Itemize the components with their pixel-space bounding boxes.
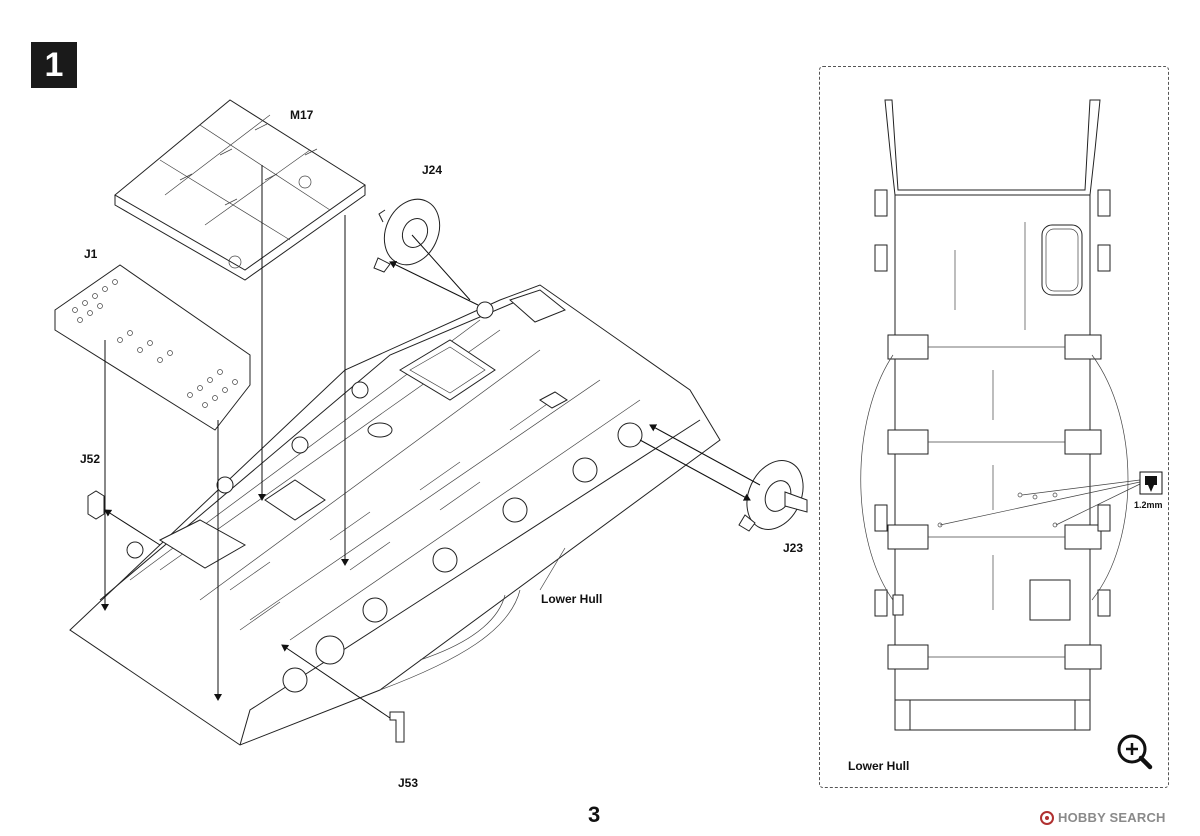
inset-detail-box bbox=[819, 66, 1169, 788]
part-j52-bracket bbox=[87, 490, 105, 520]
page-number: 3 bbox=[588, 802, 601, 827]
callout-j24: J24 bbox=[422, 163, 443, 177]
part-j23-idler bbox=[738, 460, 808, 532]
part-j1-panel bbox=[54, 264, 251, 431]
part-m17-panel bbox=[114, 99, 366, 281]
zoom-in-icon bbox=[1117, 734, 1153, 770]
callout-j53: J53 bbox=[398, 776, 419, 790]
callout-j23: J23 bbox=[783, 541, 804, 555]
drill-size-label: 1.2mm bbox=[1134, 500, 1163, 510]
part-j24-idler bbox=[373, 198, 441, 273]
callout-j1: J1 bbox=[84, 247, 98, 261]
assembly-arrows bbox=[101, 165, 761, 719]
inset-hull-top-view bbox=[860, 99, 1141, 731]
drill-icon bbox=[1139, 471, 1163, 495]
watermark-text: HOBBY SEARCH bbox=[1058, 810, 1166, 825]
watermark-logo-icon bbox=[1040, 810, 1054, 825]
part-j53-bracket bbox=[389, 711, 405, 743]
callout-lower-hull: Lower Hull bbox=[541, 592, 603, 606]
callout-j52: J52 bbox=[80, 452, 101, 466]
step-number-badge: 1 bbox=[31, 42, 77, 88]
inset-label: Lower Hull bbox=[848, 759, 910, 773]
callout-m17: M17 bbox=[290, 108, 314, 122]
watermark: HOBBY SEARCH bbox=[1040, 810, 1166, 825]
lower-hull-part bbox=[69, 284, 721, 746]
